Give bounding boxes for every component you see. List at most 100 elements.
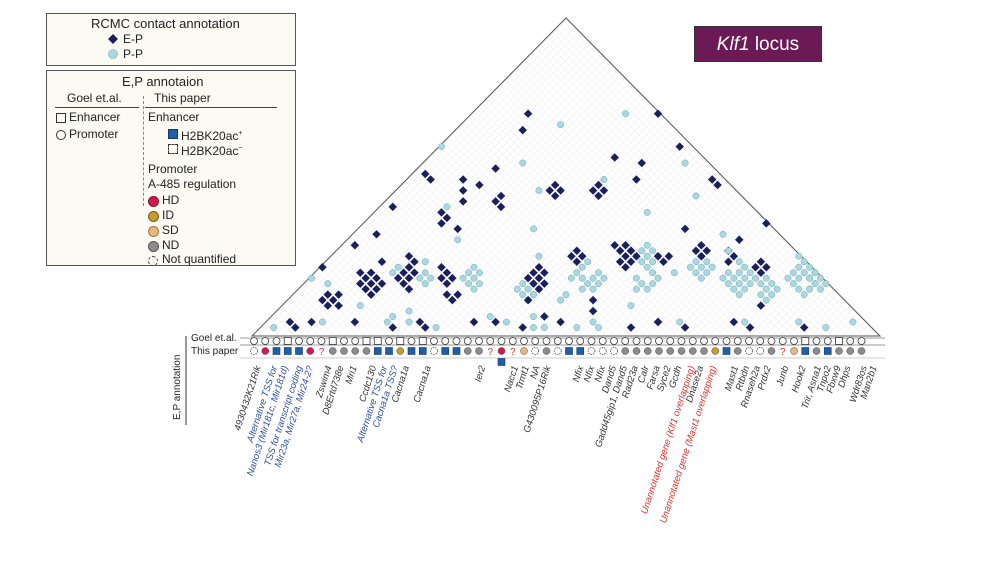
pp-contact [627, 302, 635, 310]
gene-label: NA [528, 365, 543, 381]
goel-enhancer-marker [328, 337, 337, 345]
pp-contact [595, 269, 602, 277]
this-paper-marker [801, 347, 810, 355]
promoter-circle-icon [56, 130, 66, 140]
goel-promoter-marker [261, 337, 270, 345]
pp-contact [557, 296, 565, 304]
this-paper-marker [790, 347, 798, 355]
pp-contact [421, 258, 429, 266]
pp-contact [519, 291, 527, 299]
goel-promoter-marker [632, 337, 641, 345]
pp-contact [578, 285, 586, 293]
pp-contact [741, 263, 749, 271]
pp-contact [795, 274, 803, 282]
nq-dot-icon [148, 256, 158, 266]
ep-contact [404, 262, 414, 272]
this-paper-marker: ? [487, 347, 493, 358]
legend-goel-enhancer: Enhancer [69, 110, 121, 124]
goel-promoter-marker [250, 337, 258, 345]
ep-contact [426, 175, 435, 184]
pp-contact [638, 280, 646, 288]
goel-promoter-marker [823, 337, 832, 345]
goel-promoter-marker [272, 337, 281, 345]
ep-contact [372, 284, 381, 294]
pp-contact [578, 263, 586, 271]
ep-contact [448, 273, 457, 283]
goel-promoter-marker [857, 337, 866, 345]
gene-label: Junb [774, 365, 791, 389]
ep-contact [653, 317, 663, 327]
pp-contact [643, 208, 651, 216]
pp-contact [530, 225, 537, 233]
pp-contact [383, 318, 391, 326]
ep-contact [442, 213, 452, 223]
pp-contact [459, 274, 467, 282]
ep-contact [361, 273, 370, 283]
goel-enhancer-marker [396, 337, 405, 345]
pp-contact [800, 269, 808, 277]
ep-contact [356, 279, 365, 288]
ep-contact [285, 317, 295, 327]
goel-promoter-marker [745, 337, 753, 345]
pp-contact [535, 186, 543, 194]
ep-contact [420, 323, 430, 332]
pp-contact [465, 269, 473, 277]
ep-contact [291, 323, 300, 332]
pp-marker-icon [108, 49, 118, 59]
ep-contact [745, 323, 755, 332]
pp-contact [795, 318, 803, 326]
ep-contact [572, 257, 582, 266]
goel-promoter-marker [812, 337, 821, 345]
pp-contact [724, 247, 732, 255]
pp-contact [811, 280, 819, 288]
enh-pos-icon [168, 129, 178, 139]
goel-promoter-marker [655, 337, 663, 345]
this-paper-marker [610, 347, 618, 355]
goel-enhancer-marker [362, 337, 371, 345]
goel-promoter-marker [733, 337, 742, 345]
ep-contact [350, 241, 360, 250]
this-paper-marker [666, 347, 674, 355]
ep-contact [377, 257, 387, 266]
this-paper-marker [385, 347, 393, 355]
goel-promoter-marker [497, 337, 506, 345]
pp-contact [681, 159, 689, 167]
side-label: E,P annotation [172, 355, 183, 420]
pp-contact [643, 252, 651, 260]
goel-row-markers [250, 337, 866, 345]
pp-contact [800, 258, 808, 266]
ep-contact [799, 323, 809, 332]
pp-contact [741, 318, 749, 326]
pp-contact [795, 263, 803, 271]
pp-contact [318, 318, 326, 326]
goel-promoter-marker [486, 337, 495, 345]
pp-contact [454, 236, 462, 244]
ep-contact [458, 197, 468, 206]
pp-contact [573, 324, 581, 331]
pp-contact [421, 280, 429, 288]
enh-neg-label: H2BK20ac [181, 144, 239, 158]
goel-promoter-marker [700, 337, 708, 345]
goel-promoter-marker [778, 337, 787, 345]
pp-contact [654, 274, 662, 282]
pp-contact [638, 258, 646, 266]
legend-contact-title: RCMC contact annotation [91, 16, 240, 31]
pp-contact [475, 269, 483, 277]
this-paper-marker [587, 347, 596, 355]
pp-contact [389, 269, 397, 277]
pp-contact [589, 274, 597, 282]
pp-contact [519, 280, 527, 288]
goel-promoter-marker [688, 337, 697, 345]
ep-contact [366, 268, 376, 277]
pp-contact [567, 274, 575, 282]
ep-contact [437, 273, 446, 283]
ep-contact [410, 268, 419, 277]
this-paper-marker [812, 347, 821, 355]
pp-contact [789, 280, 797, 288]
pp-contact [600, 176, 608, 183]
ep-contact [366, 290, 376, 299]
enh-neg-icon [168, 144, 178, 154]
pp-contact [800, 291, 808, 299]
ep-contact [475, 180, 484, 190]
pp-contact [806, 263, 814, 271]
